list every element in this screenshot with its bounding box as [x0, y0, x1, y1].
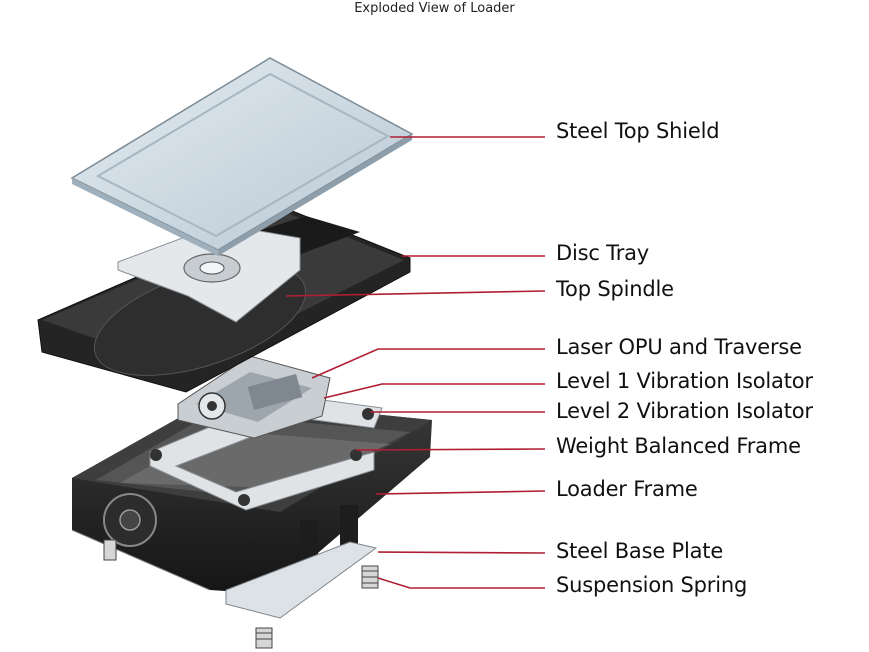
leader-lines	[285, 136, 546, 589]
spring-bottom	[255, 627, 273, 649]
diagram-title: Exploded View of Loader	[354, 1, 515, 16]
label-steel-base-plate: Steel Base Plate	[556, 539, 724, 563]
weight-balanced-frame-part	[149, 394, 383, 511]
label-weight-balanced-frame: Weight Balanced Frame	[556, 434, 801, 458]
spring-left	[103, 539, 117, 561]
label-steel-top-shield: Steel Top Shield	[556, 119, 720, 143]
top-spindle-part	[117, 223, 301, 323]
steel-base-plate-part	[225, 541, 378, 619]
label-level1-vibration-isolator: Level 1 Vibration Isolator	[556, 369, 813, 393]
label-level2-vibration-isolator: Level 2 Vibration Isolator	[556, 399, 813, 423]
label-laser-opu-traverse: Laser OPU and Traverse	[556, 335, 802, 359]
label-loader-frame: Loader Frame	[556, 477, 698, 501]
spring-right	[361, 565, 379, 589]
suspension-spring-part	[103, 539, 379, 649]
laser-opu-part	[177, 355, 331, 439]
label-top-spindle: Top Spindle	[556, 277, 674, 301]
label-disc-tray: Disc Tray	[556, 241, 650, 265]
label-suspension-spring: Suspension Spring	[556, 573, 748, 597]
steel-top-shield-part	[70, 57, 414, 256]
